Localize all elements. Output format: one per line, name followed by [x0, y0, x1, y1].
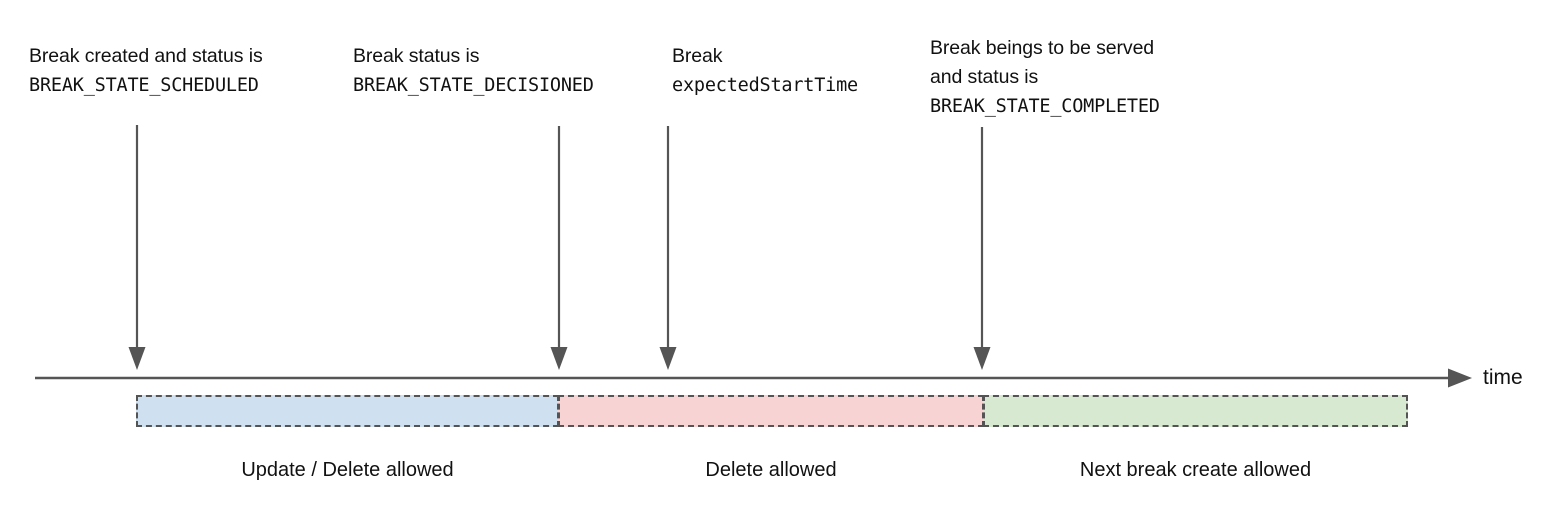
event-label-line: Break	[672, 45, 723, 67]
phase-caption-delete-only: Delete allowed	[705, 459, 837, 481]
event-label-line: BREAK_STATE_DECISIONED	[353, 75, 594, 96]
event-label-line: Break status is	[353, 45, 480, 67]
time-axis	[35, 368, 1472, 388]
phase-caption-update-delete: Update / Delete allowed	[241, 459, 454, 481]
marker-arrow-expected-start-time	[659, 126, 677, 370]
event-label-break-created: Break created and status is BREAK_STATE_…	[29, 42, 263, 100]
event-label-line: expectedStartTime	[672, 75, 858, 96]
event-label-line: BREAK_STATE_SCHEDULED	[29, 75, 259, 96]
marker-arrow-break-completed	[973, 127, 991, 370]
phase-caption-next-break-create: Next break create allowed	[1079, 459, 1312, 481]
event-label-line: BREAK_STATE_COMPLETED	[930, 96, 1160, 117]
event-label-break-completed: Break beings to be served and status is …	[930, 34, 1160, 121]
marker-arrow-break-created	[128, 125, 146, 370]
phase-bar-next-break-create	[983, 395, 1408, 427]
phase-bar-update-delete	[136, 395, 559, 427]
event-label-expected-start-time: Break expectedStartTime	[672, 42, 858, 100]
phase-bar-delete-only	[558, 395, 984, 427]
event-label-line: and status is	[930, 66, 1039, 88]
event-label-line: Break created and status is	[29, 45, 263, 67]
time-axis-label: time	[1483, 366, 1523, 389]
event-label-line: Break beings to be served	[930, 37, 1155, 59]
event-label-break-decisioned: Break status is BREAK_STATE_DECISIONED	[353, 42, 594, 100]
marker-arrow-break-decisioned	[550, 126, 568, 370]
